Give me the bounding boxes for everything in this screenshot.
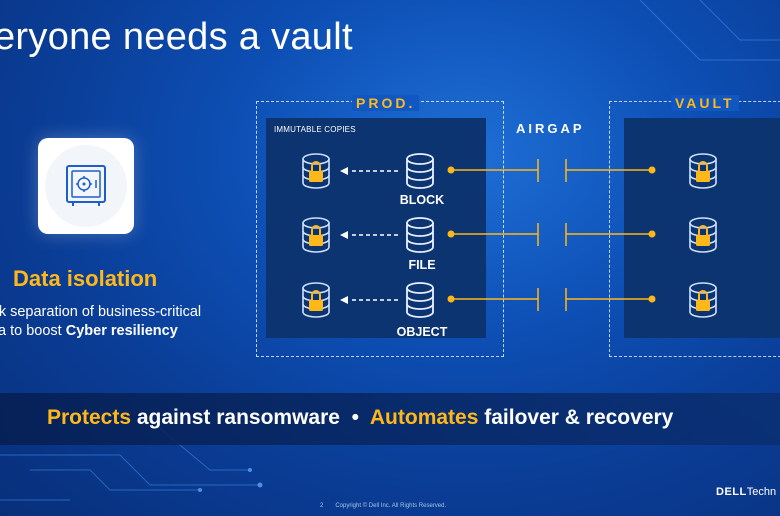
banner-text-ransomware: against ransomware: [131, 406, 340, 429]
footer: 2 Copyright © Dell Inc. All Rights Reserv…: [320, 503, 458, 509]
vault-db-icon: [689, 217, 717, 253]
row-object: [302, 282, 717, 318]
isolation-desc-line2: ta to boost Cyber resiliency: [0, 322, 201, 341]
vault-safe-icon: [66, 165, 106, 206]
dell-logo: DELLTechn: [716, 486, 776, 498]
file-label: FILE: [408, 258, 436, 272]
row-file: [302, 217, 717, 253]
object-label: OBJECT: [396, 325, 448, 339]
page-title: eryone needs a vault: [0, 16, 353, 58]
immutable-copies-label: IMMUTABLE COPIES: [274, 125, 356, 134]
isolation-description: rk separation of business-critical ta to…: [0, 303, 201, 341]
airgap-label: AIRGAP: [516, 121, 585, 136]
object-db-icon: [406, 282, 434, 318]
immutable-copy-db-icon: [302, 282, 330, 318]
banner-highlight-protects: Protects: [47, 406, 132, 429]
isolation-desc-line2-prefix: ta to boost: [0, 323, 66, 339]
immutable-copy-db-icon: [302, 153, 330, 189]
immutable-copy-db-icon: [302, 217, 330, 253]
isolation-icon-bg: [45, 145, 127, 227]
block-label: BLOCK: [399, 193, 445, 207]
banner-text: Protects against ransomware • Automates …: [47, 406, 673, 430]
vault-db-icon: [689, 282, 717, 318]
vault-label: VAULT: [671, 95, 739, 111]
logo-suffix: Techn: [746, 486, 777, 498]
banner-highlight-automates: Automates: [369, 406, 479, 429]
isolation-icon-card: [38, 138, 134, 234]
prod-label: PROD.: [352, 95, 420, 111]
banner-separator: •: [339, 406, 370, 429]
benefit-banner: [0, 393, 780, 445]
block-db-icon: [406, 153, 434, 189]
banner-text-failover: failover & recovery: [478, 406, 674, 429]
copyright: Copyright © Dell Inc. All Rights Reserve…: [335, 503, 447, 509]
logo-brand: DELL: [716, 486, 747, 498]
isolation-title: Data isolation: [13, 266, 158, 291]
isolation-desc-line1: rk separation of business-critical: [0, 304, 202, 320]
page-number: 2: [320, 503, 324, 509]
vault-db-icon: [689, 153, 717, 189]
row-block: [302, 153, 717, 189]
isolation-desc-highlight: Cyber resiliency: [65, 323, 178, 339]
file-db-icon: [406, 217, 434, 253]
